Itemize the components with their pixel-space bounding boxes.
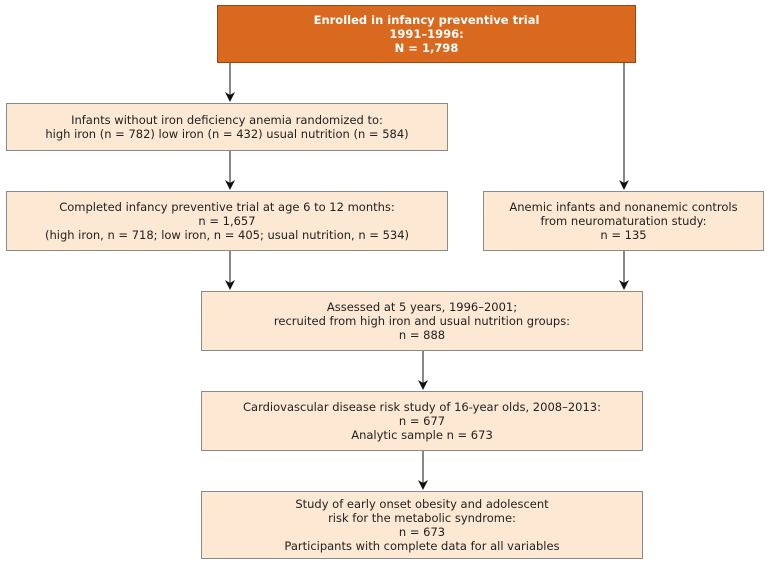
box-cardio-line-3: Analytic sample n = 673 bbox=[351, 428, 493, 442]
box-randomized-line-2: high iron (n = 782) low iron (n = 432) u… bbox=[45, 127, 409, 141]
box-anemic: Anemic infants and nonanemic controls fr… bbox=[483, 191, 764, 251]
box-completed: Completed infancy preventive trial at ag… bbox=[6, 191, 448, 251]
box-anemic-line-3: n = 135 bbox=[600, 228, 647, 242]
box-assessed: Assessed at 5 years, 1996–2001; recruite… bbox=[201, 291, 643, 351]
box-randomized: Infants without iron deficiency anemia r… bbox=[6, 103, 448, 151]
box-cardio-line-2: n = 677 bbox=[398, 414, 446, 428]
box-cardio-line-1: Cardiovascular disease risk study of 16-… bbox=[243, 400, 601, 414]
box-completed-line-1: Completed infancy preventive trial at ag… bbox=[59, 200, 395, 214]
box-randomized-line-1: Infants without iron deficiency anemia r… bbox=[71, 113, 383, 127]
box-anemic-line-1: Anemic infants and nonanemic controls bbox=[509, 200, 738, 214]
box-enrolled: Enrolled in infancy preventive trial 199… bbox=[217, 5, 636, 63]
box-obesity: Study of early onset obesity and adolesc… bbox=[201, 491, 643, 559]
box-assessed-line-1: Assessed at 5 years, 1996–2001; bbox=[326, 300, 518, 314]
box-obesity-line-4: Participants with complete data for all … bbox=[284, 539, 560, 553]
box-obesity-line-3: n = 673 bbox=[398, 525, 446, 539]
box-enrolled-line-3: N = 1,798 bbox=[394, 41, 459, 55]
box-enrolled-line-1: Enrolled in infancy preventive trial bbox=[313, 13, 540, 27]
box-assessed-line-2: recruited from high iron and usual nutri… bbox=[273, 314, 571, 328]
box-completed-line-3: (high iron, n = 718; low iron, n = 405; … bbox=[44, 228, 410, 242]
box-enrolled-line-2: 1991–1996: bbox=[389, 27, 464, 41]
box-assessed-line-3: n = 888 bbox=[398, 328, 446, 342]
box-anemic-line-2: from neuromaturation study: bbox=[540, 214, 707, 228]
box-completed-line-2: n = 1,657 bbox=[198, 214, 256, 228]
box-cardio: Cardiovascular disease risk study of 16-… bbox=[201, 391, 643, 451]
box-obesity-line-2: risk for the metabolic syndrome: bbox=[328, 511, 516, 525]
box-obesity-line-1: Study of early onset obesity and adolesc… bbox=[295, 497, 549, 511]
